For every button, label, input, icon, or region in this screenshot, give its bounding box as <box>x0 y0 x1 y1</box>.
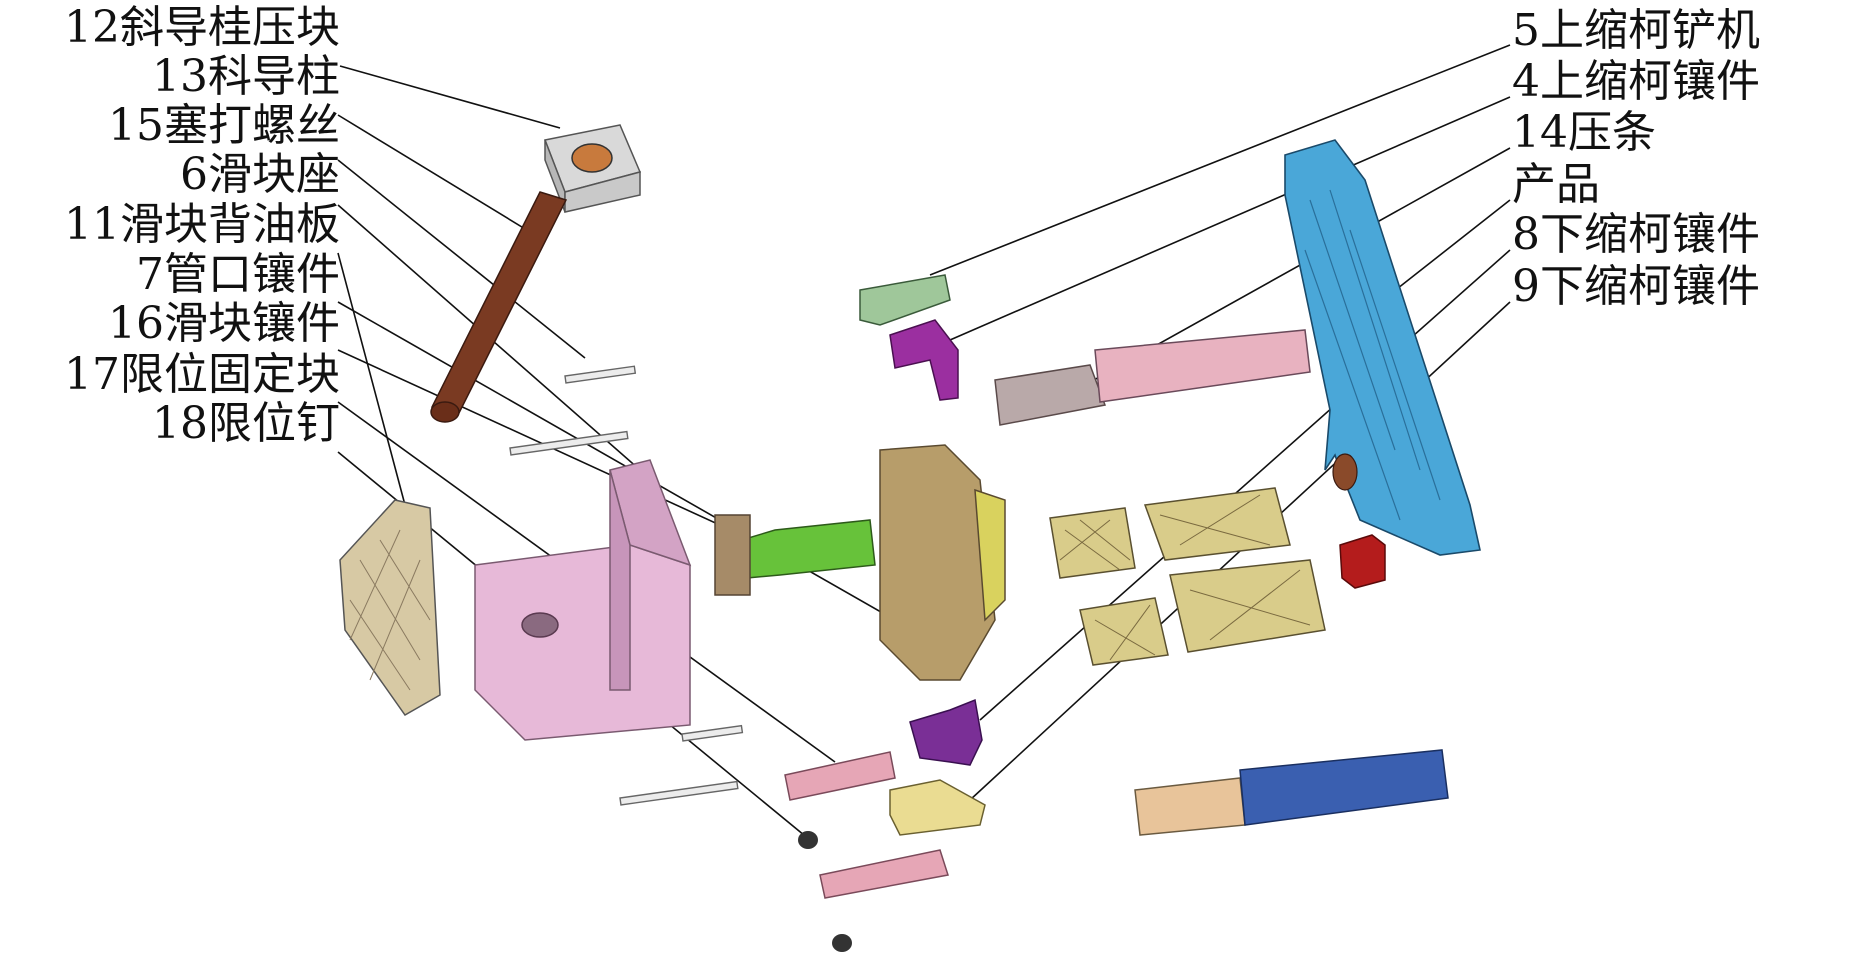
label-18: 18限位钉 <box>152 398 340 449</box>
label-15: 15塞打螺丝 <box>108 100 340 151</box>
label-7: 7管口镶件 <box>136 249 340 300</box>
part-14-pressure-strips <box>994 329 1449 836</box>
part-16-slide-insert <box>879 444 1006 681</box>
label-13: 13科导柱 <box>152 51 340 102</box>
leader-12 <box>339 65 561 129</box>
red-stop-block <box>1339 534 1386 589</box>
label-product: 产品 <box>1512 159 1600 210</box>
label-11: 11滑块背油板 <box>64 199 340 250</box>
part-13-angled-guide-pin <box>430 191 568 423</box>
leader-4 <box>949 96 1511 341</box>
leader-8 <box>979 249 1511 721</box>
leader-11 <box>337 252 406 506</box>
label-12: 12斜导桂压块 <box>64 2 340 53</box>
leader-5 <box>929 44 1511 276</box>
label-5: 5上缩柯铲机 <box>1512 5 1760 56</box>
label-6: 6滑块座 <box>180 149 340 200</box>
part-5-upper-core-wedge <box>859 274 951 326</box>
part-8-lower-core-insert <box>909 698 983 766</box>
part-4-upper-core-insert <box>889 319 959 401</box>
leader-13 <box>337 114 541 239</box>
label-14: 14压条 <box>1512 107 1656 158</box>
leader-15 <box>337 159 586 359</box>
label-8: 8下缩柯镶件 <box>1512 209 1760 260</box>
label-16: 16滑块镶件 <box>108 298 340 349</box>
part-15-shoulder-screws <box>509 365 744 806</box>
part-11-slide-wear-plate <box>339 499 441 716</box>
product-molded-part <box>1284 139 1481 556</box>
label-9: 9下缩柯镶件 <box>1512 261 1760 312</box>
part-9-lower-core-insert <box>889 779 986 836</box>
core-insert-plates <box>1049 487 1326 666</box>
label-4: 4上缩柯镶件 <box>1512 56 1760 107</box>
part-6-slide-seat <box>474 459 692 741</box>
part-7-nozzle-insert <box>714 514 876 596</box>
part-17-limit-fixing-blocks <box>784 751 949 899</box>
label-17: 17限位固定块 <box>64 349 340 400</box>
part-18-limit-pins <box>798 831 852 952</box>
part-12-angle-pin-press-block <box>543 124 642 213</box>
